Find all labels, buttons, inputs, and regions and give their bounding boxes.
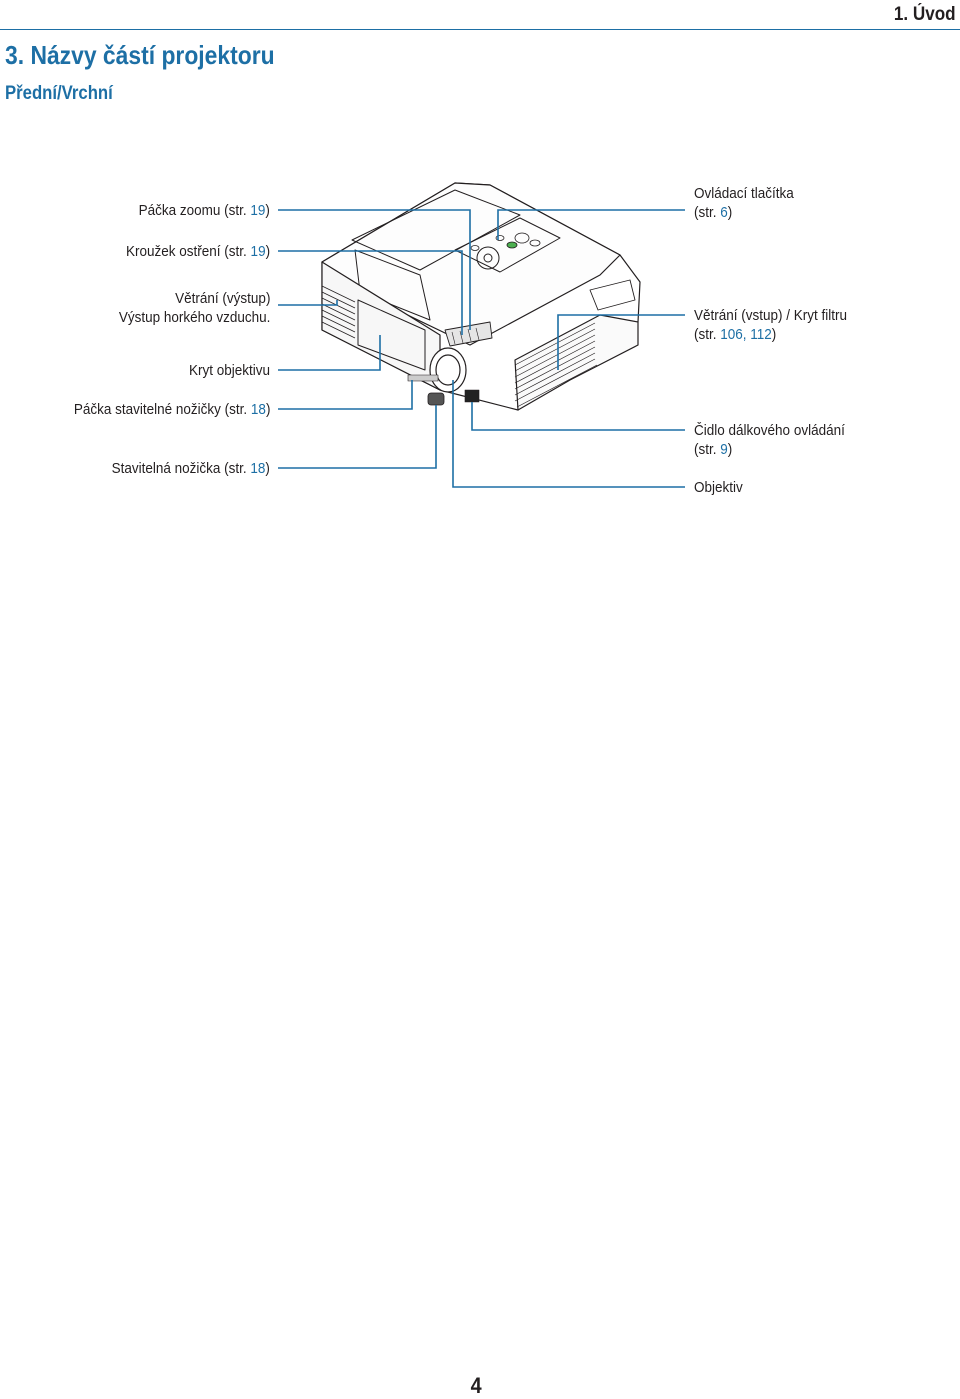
lens-label: Objektiv bbox=[694, 479, 743, 496]
remote-sensor-label: Čidlo dálkového ovládání (str. 9) bbox=[694, 422, 845, 458]
page-number: 4 bbox=[470, 1373, 482, 1398]
zoom-lever-label: Páčka zoomu (str. 19) bbox=[138, 202, 270, 219]
projector-diagram bbox=[278, 182, 685, 488]
header-rule bbox=[0, 29, 960, 30]
adjustable-foot-label: Stavitelná nožička (str. 18) bbox=[111, 460, 270, 477]
exhaust-vent-label: Větrání (výstup) Výstup horkého vzduchu. bbox=[118, 290, 270, 326]
section-title: 3. Názvy částí projektoru bbox=[5, 40, 275, 70]
focus-ring-label: Kroužek ostření (str. 19) bbox=[125, 243, 270, 260]
intake-vent-label: Větrání (vstup) / Kryt filtru (str. 106,… bbox=[694, 307, 848, 343]
control-buttons-label: Ovládací tlačítka (str. 6) bbox=[694, 185, 794, 221]
foot-lever-label: Páčka stavitelné nožičky (str. 18) bbox=[73, 401, 270, 418]
chapter-header: 1. Úvod bbox=[894, 4, 956, 25]
subsection-title: Přední/Vrchní bbox=[5, 83, 113, 104]
lens-cover-label: Kryt objektivu bbox=[188, 362, 270, 379]
